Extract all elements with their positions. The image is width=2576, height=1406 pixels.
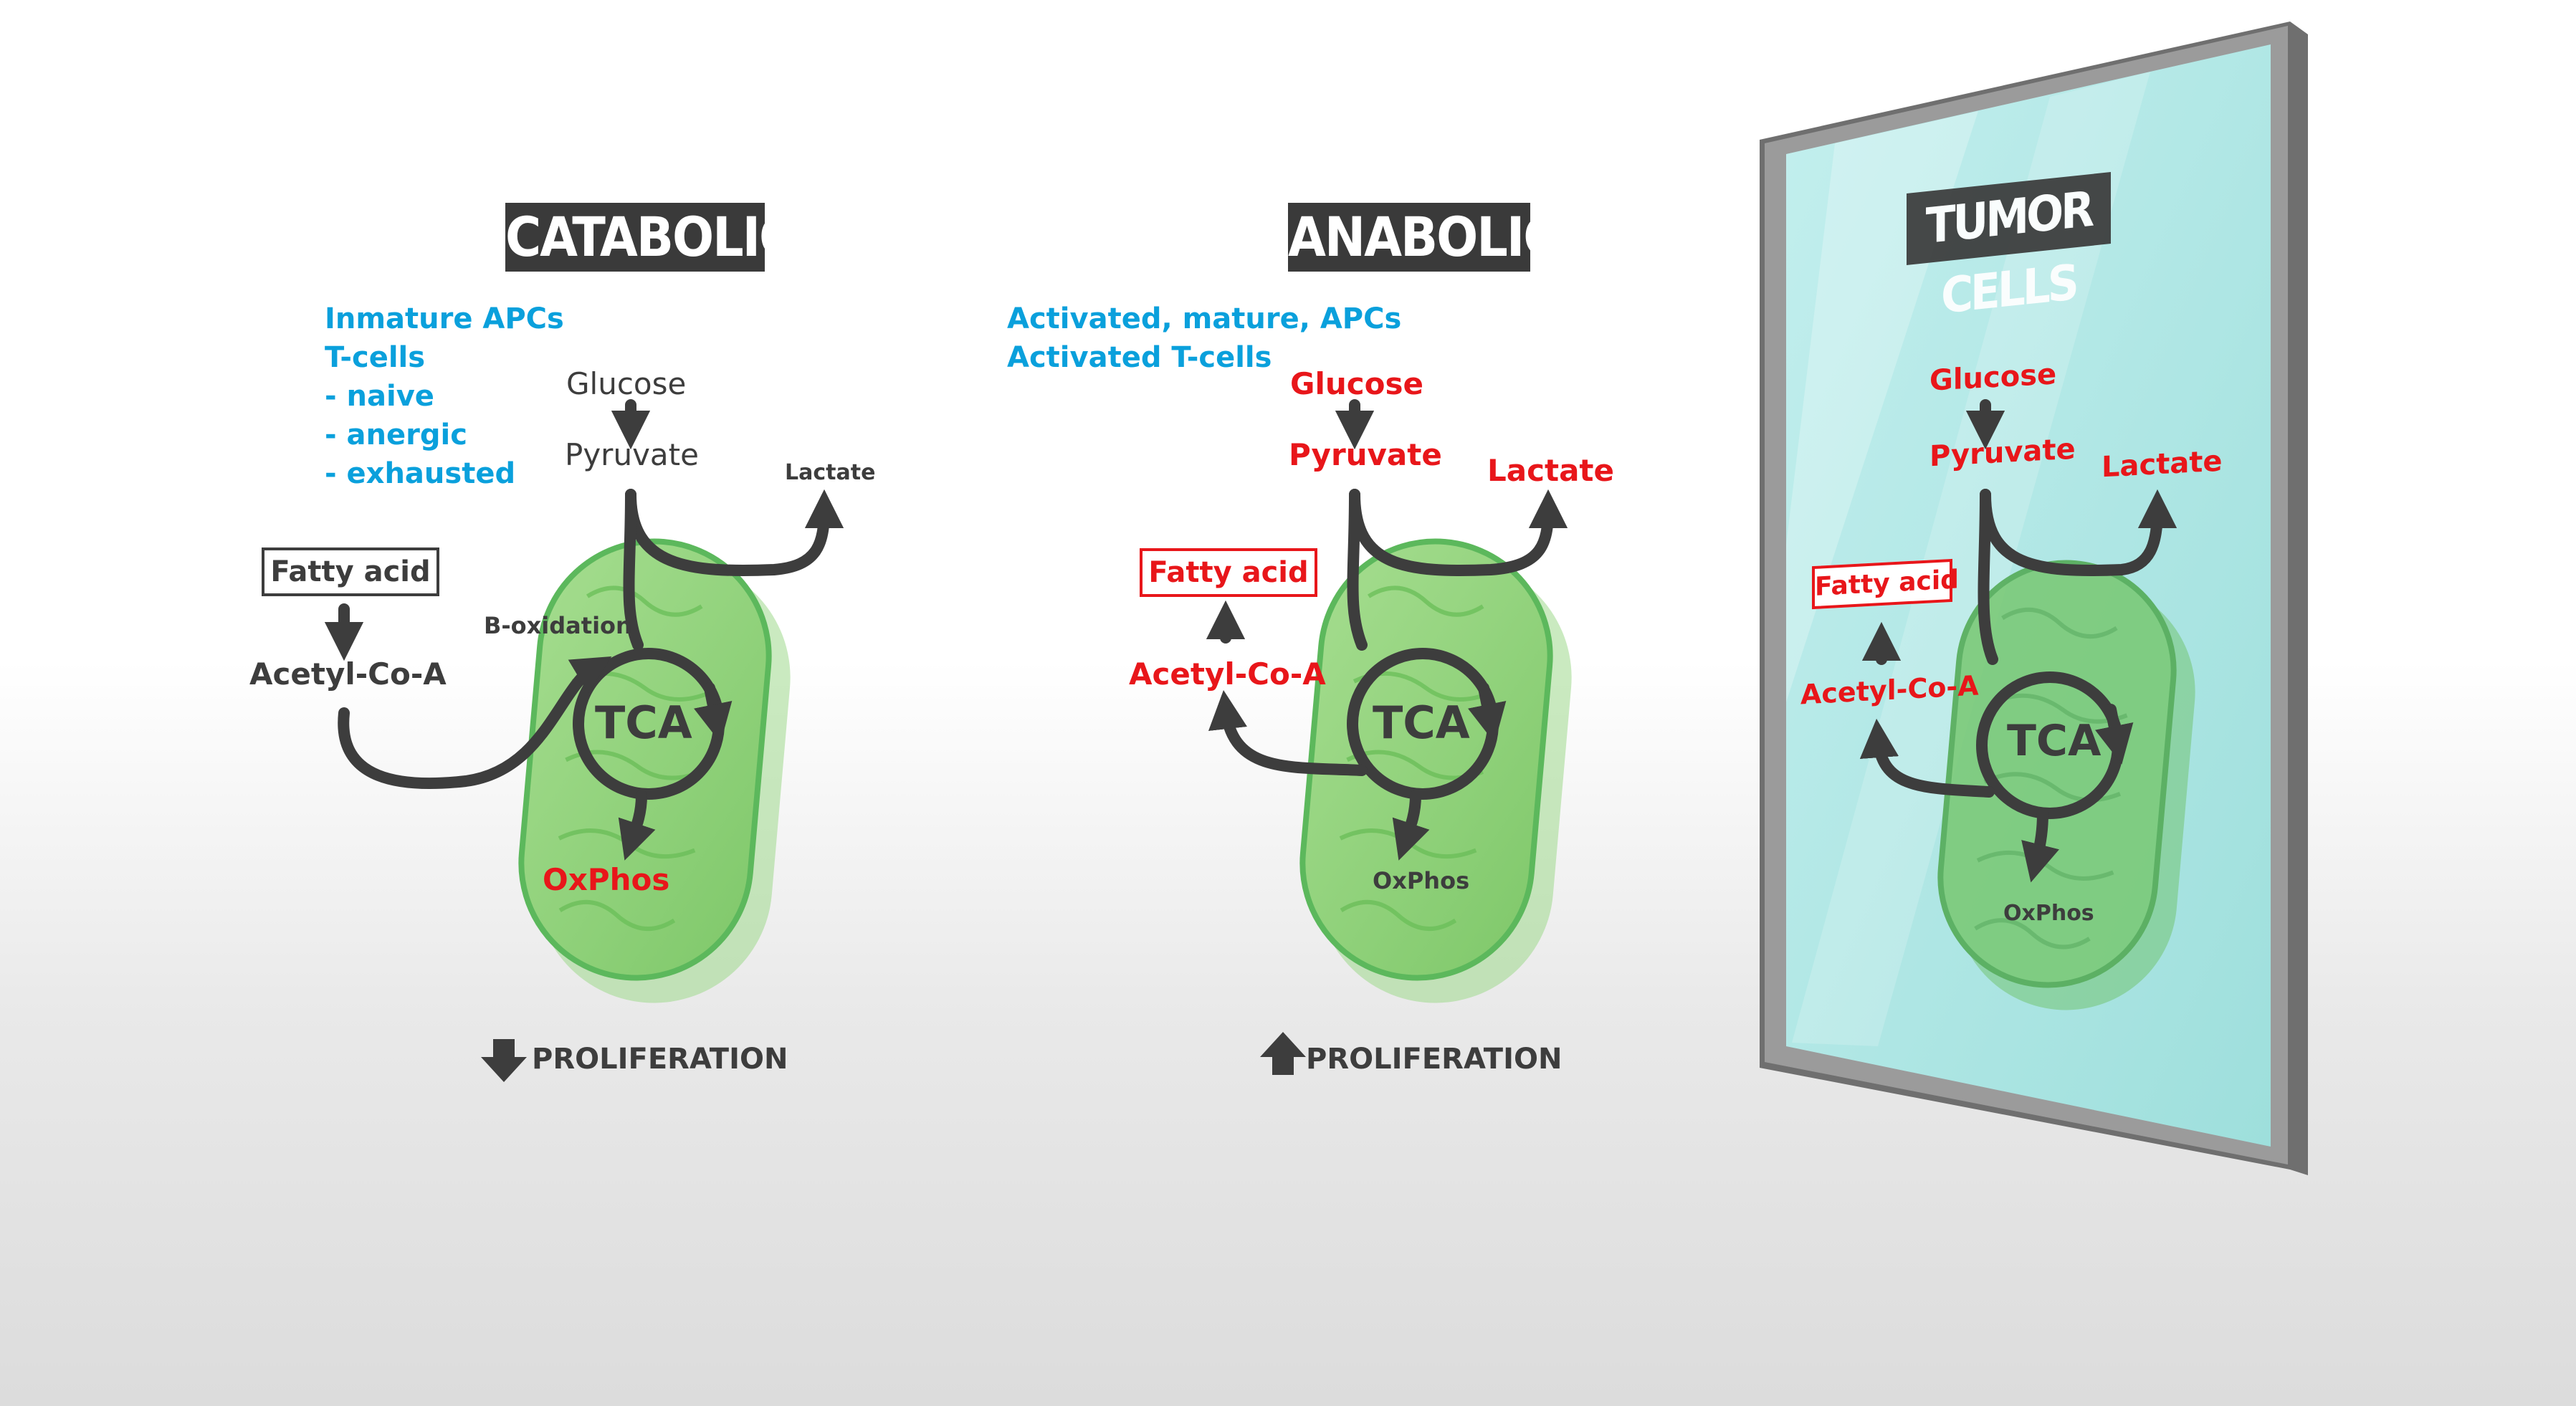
anabolic-glucose: Glucose [1290, 366, 1424, 401]
catabolic-cell-list: Inmature APCs T-cells - naive - anergic … [325, 300, 564, 493]
catabolic-proliferation: PROLIFERATION [532, 1043, 788, 1076]
catabolic-title: CATABOLIC [505, 203, 795, 272]
catabolic-tca: TCA [595, 697, 692, 749]
catabolic-pyruvate: Pyruvate [565, 437, 699, 472]
cell-type: T-cells [325, 341, 426, 374]
cell-type: Activated T-cells [1007, 341, 1272, 374]
cell-type: - exhausted [325, 457, 516, 490]
catabolic-lactate: Lactate [785, 460, 876, 485]
tumor-lactate: Lactate [2102, 444, 2223, 484]
cell-type: - anergic [325, 419, 467, 451]
cell-type: Inmature APCs [325, 302, 564, 335]
cell-type: Activated, mature, APCs [1007, 302, 1402, 335]
tumor-oxphos: OxPhos [2003, 901, 2094, 926]
anabolic-cell-list: Activated, mature, APCs Activated T-cell… [1007, 300, 1401, 377]
anabolic-title: ANABOLIC [1288, 203, 1559, 272]
catabolic-arrows [324, 399, 844, 861]
mitochondrion-catabolic [518, 538, 791, 1003]
arrow-down-icon [481, 1039, 527, 1082]
arrow-up-icon [1260, 1032, 1306, 1075]
tumor-pyruvate: Pyruvate [1929, 432, 2076, 474]
catabolic-beta-oxidation: B-oxidation [484, 612, 632, 639]
anabolic-pyruvate: Pyruvate [1289, 437, 1442, 472]
anabolic-oxphos: OxPhos [1373, 867, 1470, 894]
tumor-fatty-acid: Fatty acid [1812, 558, 1959, 610]
catabolic-fatty-acid: Fatty acid [262, 547, 439, 596]
tumor-arrows [1859, 399, 2177, 883]
anabolic-acetyl-coa: Acetyl-Co-A [1129, 656, 1326, 692]
anabolic-fatty-acid: Fatty acid [1140, 548, 1317, 597]
anabolic-lactate: Lactate [1487, 453, 1614, 488]
catabolic-oxphos: OxPhos [543, 862, 670, 897]
tumor-tca: TCA [2007, 716, 2102, 766]
anabolic-tca: TCA [1373, 697, 1470, 749]
anabolic-proliferation: PROLIFERATION [1306, 1043, 1563, 1076]
cell-type: - naive [325, 380, 434, 413]
tumor-glucose: Glucose [1929, 358, 2057, 398]
proliferation-arrows [481, 1032, 1306, 1082]
catabolic-glucose: Glucose [566, 366, 687, 401]
anabolic-arrows [1206, 399, 1568, 861]
catabolic-acetyl-coa: Acetyl-Co-A [249, 656, 447, 692]
